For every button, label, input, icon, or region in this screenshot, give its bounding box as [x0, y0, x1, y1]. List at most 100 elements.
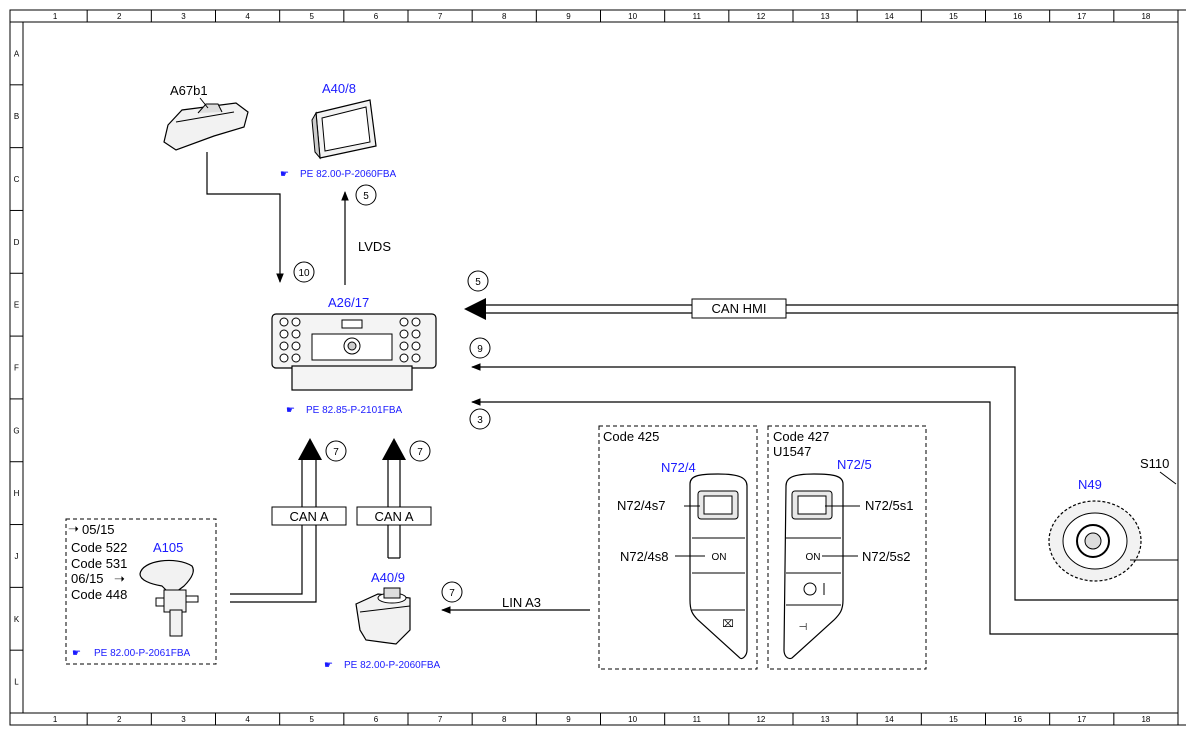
grid-column-label: 17 — [1077, 12, 1086, 21]
pointing-hand-icon: ☛ — [280, 169, 289, 180]
head-unit-button — [399, 341, 409, 351]
grid-column-label: 7 — [438, 12, 443, 21]
mirror-signal-line — [206, 152, 284, 283]
head-unit-button — [279, 329, 289, 339]
grid-column-label: 14 — [885, 715, 894, 724]
a105-condition-2: Code 531 — [71, 556, 127, 571]
svg-text:3: 3 — [477, 415, 483, 426]
can-a-left-label: CAN A — [289, 509, 328, 524]
switch-panel-left-icon: ON ⌧ — [689, 473, 748, 660]
arrow-right-icon: ➝ — [114, 571, 125, 586]
grid-column-label: 16 — [1013, 715, 1022, 724]
marker-10: 10 — [293, 261, 315, 283]
n72-5-code2: U1547 — [773, 444, 811, 459]
a105-ref[interactable]: PE 82.00-P-2061FBA — [94, 648, 190, 659]
a105-condition-1: Code 522 — [71, 540, 127, 555]
grid-row-label: K — [14, 615, 20, 624]
n72-5-code: Code 427 — [773, 429, 829, 444]
grid-column-label: 6 — [374, 12, 379, 21]
grid-row-label: E — [14, 301, 19, 310]
marker-7-right: 7 — [409, 440, 431, 462]
a40-8-ref[interactable]: PE 82.00-P-2060FBA — [300, 169, 396, 180]
grid-column-label: 6 — [374, 715, 379, 724]
a40-9-ref[interactable]: PE 82.00-P-2060FBA — [344, 660, 440, 671]
s110-label: S110 — [1140, 456, 1169, 471]
a105-label: A105 — [153, 540, 183, 555]
marker-5-top: 5 — [355, 184, 377, 206]
pointing-hand-icon: ☛ — [72, 648, 81, 659]
svg-text:10: 10 — [298, 268, 310, 279]
seat-icon: ⌧ — [722, 619, 734, 630]
grid-row-label: A — [14, 49, 20, 58]
grid-row-label: L — [14, 678, 19, 687]
marker-7-lin: 7 — [441, 581, 463, 603]
head-unit-button — [411, 329, 421, 339]
head-unit-button — [279, 353, 289, 363]
power-icon — [803, 582, 817, 596]
lin-a3-label: LIN A3 — [502, 595, 541, 610]
grid-column-label: 8 — [502, 12, 507, 21]
grid-column-label: 17 — [1077, 715, 1086, 724]
controller-icon — [355, 587, 411, 645]
grid-column-label: 18 — [1141, 715, 1150, 724]
svg-text:7: 7 — [417, 447, 423, 458]
head-unit-button — [291, 329, 301, 339]
grid-column-label: 10 — [628, 12, 637, 21]
svg-text:7: 7 — [449, 588, 455, 599]
grid-column-label: 5 — [310, 12, 315, 21]
n72-4s8-label: N72/4s8 — [620, 549, 668, 564]
n49-component: N49 — [1048, 477, 1178, 582]
can-a-left-bus: CAN A — [230, 438, 347, 603]
grid-row-label: B — [14, 112, 19, 121]
a67b1-component: A67b1 — [163, 83, 249, 151]
grid-column-label: 1 — [53, 12, 58, 21]
grid-row-label: D — [14, 238, 20, 247]
head-unit-button — [291, 341, 301, 351]
on-button-label-left: ON — [712, 552, 727, 563]
on-button-label-right: ON — [806, 552, 821, 563]
marker-9: 9 — [469, 337, 491, 359]
grid-row-label: C — [14, 175, 20, 184]
grid-column-label: 3 — [181, 715, 186, 724]
a26-17-ref[interactable]: PE 82.85-P-2101FBA — [306, 405, 402, 416]
n72-5-label: N72/5 — [837, 457, 872, 472]
grid-column-label: 7 — [438, 715, 443, 724]
grid-column-label: 16 — [1013, 12, 1022, 21]
grid-column-label: 9 — [566, 715, 571, 724]
svg-text:5: 5 — [363, 191, 369, 202]
head-unit-button — [411, 341, 421, 351]
head-unit-icon — [271, 313, 437, 391]
grid-column-label: 12 — [756, 12, 765, 21]
a105-condition-3: 06/15 — [71, 571, 104, 586]
arrow-right-icon: ➝ — [68, 521, 79, 536]
a40-9-component: A40/9 ☛ PE 82.00-P-2060FBA — [324, 570, 440, 671]
n72-4-group: Code 425 N72/4 ON ⌧ N72/4s7 N72/4s8 — [598, 425, 758, 670]
can-hmi-label: CAN HMI — [712, 301, 767, 316]
a40-8-component: A40/8 ☛ PE 82.00-P-2060FBA — [280, 81, 396, 180]
tow-hitch-icon: ⊣ — [799, 622, 808, 633]
n72-4-code: Code 425 — [603, 429, 659, 444]
grid-column-label: 8 — [502, 715, 507, 724]
head-unit-button — [291, 317, 301, 327]
head-unit-button — [279, 317, 289, 327]
rear-view-mirror-icon — [163, 102, 249, 151]
a40-9-label: A40/9 — [371, 570, 405, 585]
grid-column-label: 14 — [885, 12, 894, 21]
grid-column-label: 1 — [53, 715, 58, 724]
switch-panel-right-icon: ON ⊣ — [783, 473, 844, 660]
a67b1-label: A67b1 — [170, 83, 208, 98]
marker-5-hmi: 5 — [467, 270, 489, 292]
grid-row-label: J — [15, 552, 19, 561]
lvds-label: LVDS — [358, 239, 391, 254]
svg-text:5: 5 — [475, 277, 481, 288]
grid-column-label: 12 — [756, 715, 765, 724]
grid-column-label: 15 — [949, 715, 958, 724]
grid-column-label: 15 — [949, 12, 958, 21]
a105-condition-4: Code 448 — [71, 587, 127, 602]
head-unit-button — [411, 317, 421, 327]
head-unit-button — [279, 341, 289, 351]
n72-4s7-label: N72/4s7 — [617, 498, 665, 513]
n49-signal-line — [471, 363, 1178, 601]
marker-7-left: 7 — [325, 440, 347, 462]
grid-column-label: 2 — [117, 12, 122, 21]
